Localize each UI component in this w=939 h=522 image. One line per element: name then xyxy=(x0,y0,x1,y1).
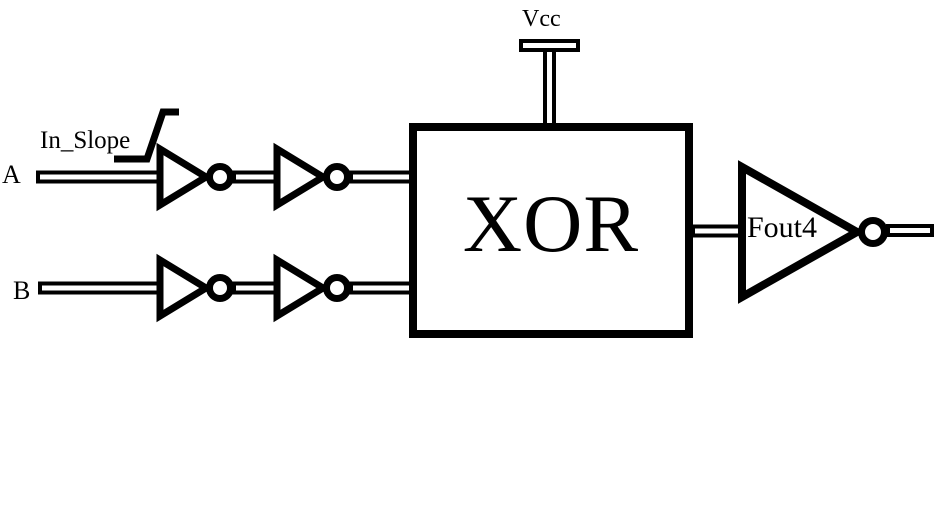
input-b-label: B xyxy=(13,276,31,305)
vcc-label: Vcc xyxy=(522,6,561,32)
inverter-b1-triangle-icon xyxy=(156,253,213,323)
wire-out-segment-1 xyxy=(691,224,744,238)
inverter-a2-bubble-icon xyxy=(323,163,351,191)
output-inverter-triangle-icon xyxy=(738,160,866,304)
wire-a-segment-2 xyxy=(232,170,278,184)
vcc-bar-icon xyxy=(519,39,580,52)
xor-box xyxy=(409,123,693,338)
inverter-a1-bubble-icon xyxy=(206,163,234,191)
input-b-chain xyxy=(38,253,415,323)
output-inverter-bubble-icon xyxy=(858,217,888,247)
wire-b-segment-2 xyxy=(232,281,278,295)
vcc-stem-wire xyxy=(543,42,556,129)
wire-a-segment-3 xyxy=(349,170,415,184)
xor-gate-label: XOR xyxy=(462,177,640,269)
input-a-label: A xyxy=(2,160,21,189)
inverter-b2-triangle-icon xyxy=(273,253,330,323)
wire-b-segment-3 xyxy=(349,281,415,295)
inverter-b1-bubble-icon xyxy=(206,274,234,302)
inverter-b2-bubble-icon xyxy=(323,274,351,302)
vcc-symbol-icon xyxy=(519,39,580,129)
in-slope-label: In_Slope xyxy=(40,127,131,154)
input-a-chain xyxy=(36,142,415,212)
slope-ramp-icon xyxy=(114,108,179,163)
inverter-a2-triangle-icon xyxy=(273,142,330,212)
inverter-a1-triangle-icon xyxy=(156,142,213,212)
wire-b-segment-1 xyxy=(38,281,164,295)
output-buffer-label: Fout4 xyxy=(747,211,818,244)
wire-a-segment-1 xyxy=(36,170,164,184)
wire-out-segment-2 xyxy=(886,224,934,237)
output-stage xyxy=(691,160,934,304)
